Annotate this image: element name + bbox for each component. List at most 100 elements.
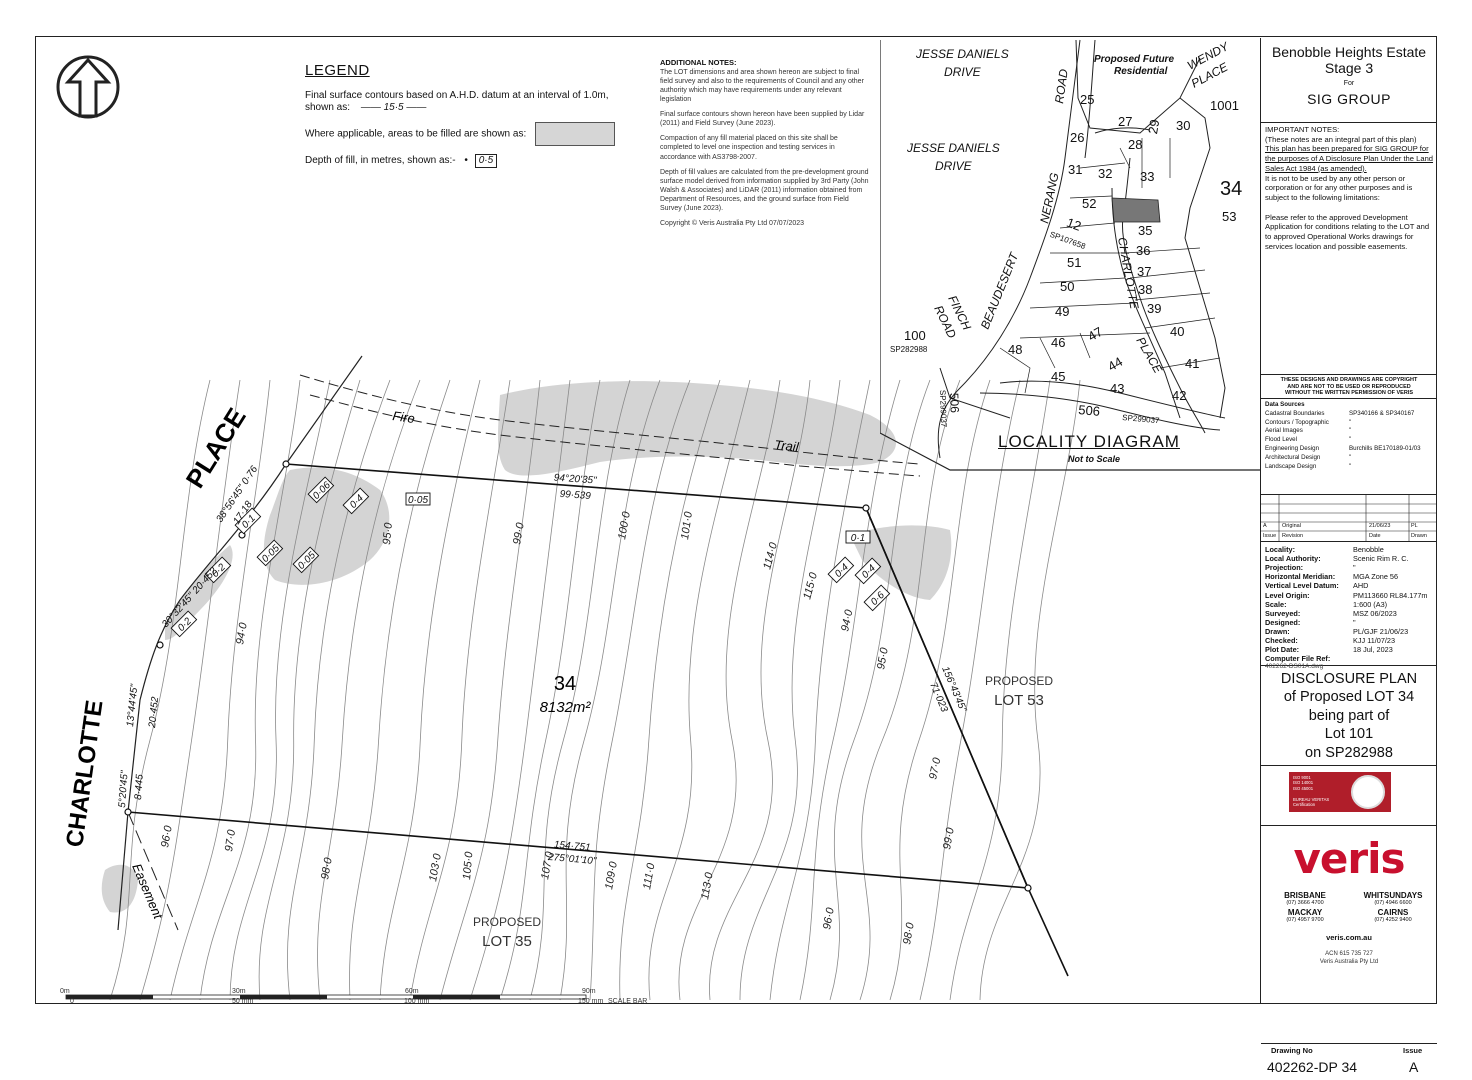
- info-key: Designed:: [1265, 617, 1301, 627]
- file-ref: 402262-DS01A.dwg: [1265, 663, 1324, 671]
- contour-line: [439, 379, 541, 1001]
- office-phone: (07) 3666 4700: [1286, 900, 1324, 906]
- scale-caption: SCALE BAR: [608, 998, 647, 1005]
- company-acn: ACN 615 735 727 Veris Australia Pty Ltd: [1261, 950, 1437, 967]
- cert-1: ISO 9001: [1293, 775, 1311, 780]
- rev-h-revision: Revision: [1282, 533, 1304, 539]
- info-row: Plot Date:18 Jul, 2023: [1265, 645, 1433, 654]
- info-key: Horizontal Meridian:: [1265, 572, 1336, 582]
- loc-lot-506b: 506: [1078, 402, 1101, 419]
- loc-lot-40: 40: [1170, 324, 1184, 339]
- contour-label: 107·0: [539, 850, 556, 881]
- bearing-w2: 5°20'45": [117, 770, 131, 808]
- disclosure-3: being part of: [1308, 707, 1390, 724]
- drawing-sheet: [35, 36, 1437, 1004]
- scale-bar: 0m 30m 60m 90m 0 50 mm 100 mm 150 mm SCA…: [60, 988, 647, 1005]
- office: WHITSUNDAYS(07) 4946 6600: [1349, 891, 1437, 906]
- fill-depth-tag: 0·05: [405, 492, 431, 506]
- ds-row: Landscape Design": [1265, 463, 1433, 472]
- info-row: Drawn:PL/GJF 21/06/23: [1265, 627, 1433, 636]
- loc-lot-53: 53: [1222, 209, 1236, 224]
- notes-title: ADDITIONAL NOTES:: [660, 58, 737, 67]
- rev-h-issue: Issue: [1263, 533, 1277, 539]
- fire-trail-label-1: Fire: [392, 408, 416, 426]
- contour-line: [529, 379, 631, 1001]
- scale-mm-100: 100 mm: [404, 998, 429, 1005]
- info-row: Computer File Ref:: [1265, 654, 1433, 663]
- contour-line: [619, 379, 721, 1001]
- info-row: Horizontal Meridian:MGA Zone 56: [1265, 572, 1433, 581]
- contour-label: 115·0: [801, 570, 820, 600]
- loc-lot-28: 28: [1128, 137, 1142, 152]
- office: MACKAY(07) 4957 9700: [1261, 908, 1349, 923]
- loc-lot-33: 33: [1140, 169, 1154, 184]
- scale-label-30: 30m: [232, 988, 246, 995]
- contour-label: 96·0: [159, 824, 175, 849]
- fill-depth-box: [256, 539, 284, 567]
- loc-lot-52: 52: [1082, 196, 1096, 211]
- contour-label: 95·0: [875, 646, 891, 671]
- contour-label: 96·0: [821, 906, 837, 931]
- legend-depth-text: Depth of fill, in metres, shown as:-: [305, 155, 456, 166]
- contour-line: [859, 379, 961, 1001]
- scale-label-60: 60m: [405, 988, 419, 995]
- info-row: Projection:": [1265, 563, 1433, 572]
- survey-info: Locality:Benobble Local Authority:Scenic…: [1261, 542, 1437, 670]
- project-info: Benobble Heights Estate Stage 3 For SIG …: [1261, 38, 1437, 123]
- loc-lot-100: 100: [904, 328, 926, 343]
- ds-key: Flood Level: [1265, 436, 1297, 444]
- office-city: CAIRNS: [1377, 908, 1409, 917]
- info-key: Scale:: [1265, 599, 1287, 609]
- loc-lot-38: 38: [1138, 282, 1152, 297]
- contour-label: 94·0: [234, 621, 250, 646]
- legend-title: LEGEND: [305, 62, 370, 79]
- office-phone: (07) 4252 9400: [1374, 917, 1412, 923]
- info-val: Benobble: [1353, 545, 1384, 554]
- loc-lot-29: 29: [1145, 118, 1162, 135]
- loc-lot-43: 43: [1110, 381, 1124, 396]
- loc-lot-45: 45: [1051, 369, 1065, 384]
- loc-lot-41: 41: [1185, 356, 1199, 371]
- contour-line: [979, 379, 1081, 1001]
- info-row: Vertical Level Datum:AHD: [1265, 581, 1433, 590]
- loc-lot-25: 25: [1080, 92, 1094, 107]
- info-key: Vertical Level Datum:: [1265, 581, 1339, 591]
- loc-lot-49: 49: [1055, 304, 1069, 319]
- info-row: Checked: KJJ 11/07/23: [1265, 636, 1433, 645]
- locality-diagram: 25 26 27 28 29 30 1001 31 32 33 52 34 53…: [880, 39, 1260, 471]
- loc-lot-50: 50: [1060, 279, 1074, 294]
- project-name: Benobble Heights Estate: [1271, 44, 1427, 60]
- info-val: Scenic Rim R. C.: [1353, 554, 1409, 564]
- contour-line: [678, 379, 781, 1001]
- info-val: KJJ 11/07/23: [1353, 636, 1396, 646]
- contour-line: [559, 379, 661, 1001]
- locality-roads: [937, 39, 1226, 459]
- copyright-2: AND ARE NOT TO BE USED OR REPRODUCED: [1287, 383, 1411, 390]
- contour-line: [409, 379, 511, 1001]
- data-sources-title: Data Sources: [1265, 401, 1305, 408]
- cert-5: Certification: [1293, 802, 1316, 807]
- important-title: IMPORTANT NOTES:: [1265, 125, 1340, 134]
- ds-val: ": [1349, 427, 1352, 435]
- contour-label: 114·0: [761, 540, 780, 570]
- drawing-no-label: Drawing No: [1271, 1046, 1313, 1055]
- loc-lot-44: 44: [1105, 354, 1125, 374]
- issue-value: A: [1409, 1059, 1419, 1075]
- loc-lot-34: 34: [1220, 178, 1242, 200]
- legend-contour-sample: —— 15·5 ——: [360, 102, 427, 113]
- loc-lot-47: 47: [1085, 324, 1105, 344]
- fire-trail: [299, 374, 921, 477]
- legend-fill: Where applicable, areas to be filled are…: [305, 122, 635, 146]
- ds-val: ": [1349, 436, 1352, 444]
- info-key: Level Origin:: [1265, 590, 1310, 600]
- info-key: Checked:: [1265, 636, 1298, 646]
- ds-key: Architectural Design: [1265, 453, 1321, 461]
- contour-line: [317, 379, 421, 1001]
- office-city: WHITSUNDAYS: [1363, 891, 1423, 900]
- lot-number: 34: [554, 673, 576, 695]
- bureau-veritas-seal-icon: [1351, 775, 1385, 809]
- scale-mm-0: 0: [70, 998, 74, 1005]
